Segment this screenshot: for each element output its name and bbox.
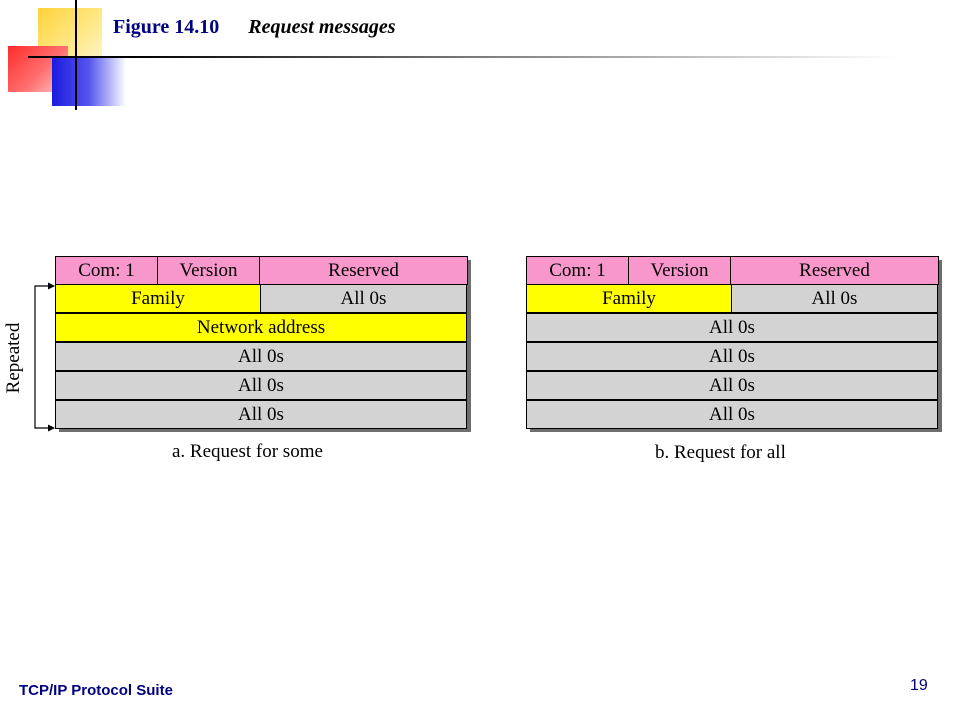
field-all-0s: All 0s xyxy=(526,400,938,429)
field-all-0s: All 0s xyxy=(55,371,467,400)
decor-horizontal-line xyxy=(28,56,898,58)
field-all-0s: All 0s xyxy=(526,371,938,400)
figure-title: Figure 14.10 Request messages xyxy=(113,16,396,39)
row-all-0s: All 0s xyxy=(526,342,938,371)
decor-blue-square xyxy=(52,58,126,106)
repeated-bracket xyxy=(34,282,55,432)
row-all-0s: All 0s xyxy=(526,371,938,400)
row-header: Com: 1 Version Reserved xyxy=(55,256,468,285)
row-all-0s: All 0s xyxy=(526,313,938,342)
field-all-0s: All 0s xyxy=(55,342,467,371)
field-all-0s: All 0s xyxy=(526,313,938,342)
arrowhead-bottom xyxy=(48,424,55,432)
row-all-0s: All 0s xyxy=(526,400,938,429)
field-command: Com: 1 xyxy=(55,256,158,285)
repeated-label: Repeated xyxy=(3,322,24,394)
field-all-0s: All 0s xyxy=(260,284,467,313)
caption-request-for-all: b. Request for all xyxy=(655,442,786,463)
field-version: Version xyxy=(157,256,260,285)
arrowhead-top xyxy=(48,282,55,290)
field-all-0s: All 0s xyxy=(731,284,938,313)
page-number: 19 xyxy=(910,677,928,694)
field-all-0s: All 0s xyxy=(526,342,938,371)
row-all-0s: All 0s xyxy=(55,400,467,429)
field-command: Com: 1 xyxy=(526,256,629,285)
caption-request-for-some: a. Request for some xyxy=(172,441,323,462)
field-reserved: Reserved xyxy=(259,256,468,285)
figure-number: Figure 14.10 xyxy=(113,16,220,38)
decor-vertical-line xyxy=(75,0,77,110)
field-reserved: Reserved xyxy=(730,256,939,285)
field-version: Version xyxy=(628,256,731,285)
row-header: Com: 1 Version Reserved xyxy=(526,256,939,285)
field-family: Family xyxy=(55,284,261,313)
figure-caption: Request messages xyxy=(248,16,396,38)
bracket-line xyxy=(34,285,54,429)
footer-title: TCP/IP Protocol Suite xyxy=(19,682,173,699)
field-all-0s: All 0s xyxy=(55,400,467,429)
row-family: Family All 0s xyxy=(55,284,467,313)
field-network-address: Network address xyxy=(55,313,467,342)
row-family: Family All 0s xyxy=(526,284,938,313)
row-all-0s: All 0s xyxy=(55,342,467,371)
field-family: Family xyxy=(526,284,732,313)
row-network-address: Network address xyxy=(55,313,467,342)
row-all-0s: All 0s xyxy=(55,371,467,400)
